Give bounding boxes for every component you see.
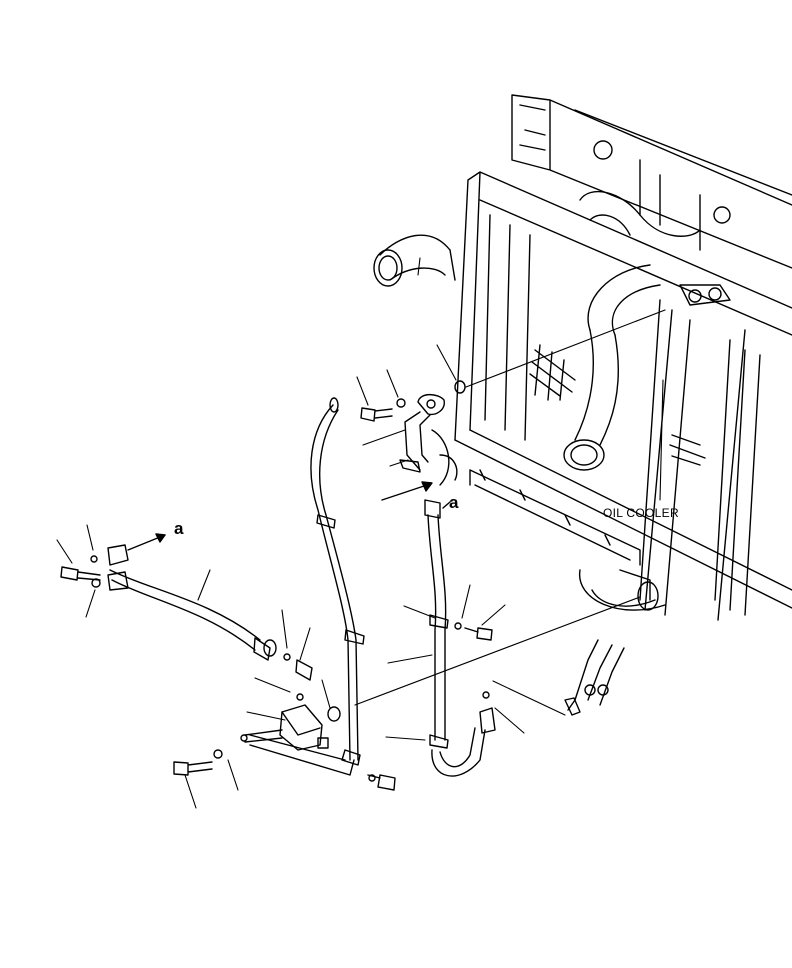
long-hose bbox=[250, 398, 364, 775]
right-hose bbox=[425, 500, 495, 776]
arrow-marker-a-left: a bbox=[174, 519, 184, 538]
arrow-marker-a-center: a bbox=[449, 493, 459, 512]
radiator-assembly bbox=[374, 95, 792, 715]
oil-cooler-label: OIL COOLER bbox=[603, 506, 679, 520]
fitting-block bbox=[245, 660, 328, 750]
left-hose bbox=[108, 545, 276, 660]
hardware bbox=[61, 381, 492, 790]
arrows bbox=[128, 482, 450, 550]
leader-lines bbox=[57, 258, 665, 808]
elbow-pipe bbox=[400, 395, 457, 485]
